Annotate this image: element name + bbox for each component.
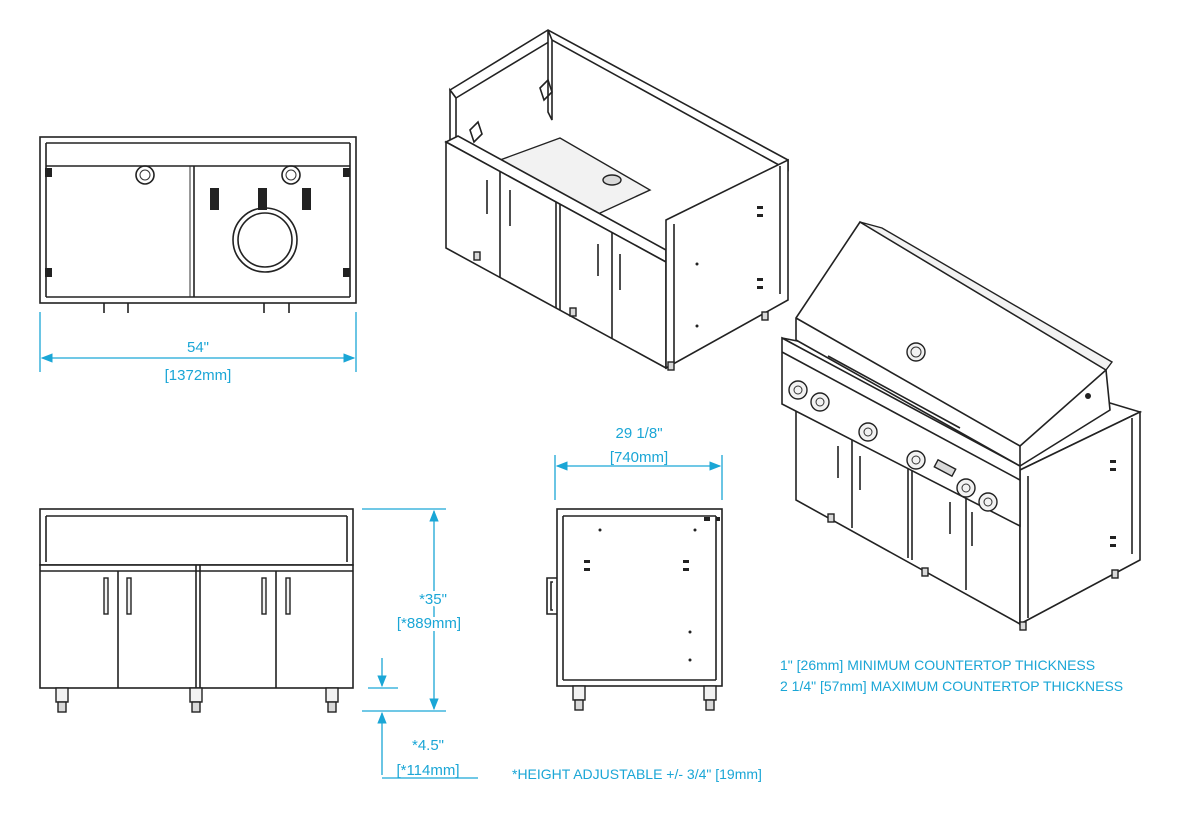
leg-metric: [*114mm] <box>396 762 459 779</box>
height-dimension: *35" [*889mm] <box>362 508 464 712</box>
note-height-adjustable: *HEIGHT ADJUSTABLE +/- 3/4" [19mm] <box>512 766 762 782</box>
side-view <box>546 508 723 711</box>
width-metric: [1372mm] <box>165 367 232 384</box>
leg-imperial: *4.5" <box>412 737 444 754</box>
width-dimension: 54" [1372mm] <box>39 312 357 384</box>
note-countertop-max: 2 1/4" [57mm] MAXIMUM COUNTERTOP THICKNE… <box>780 678 1123 694</box>
leg-dimension: *4.5" [*114mm] <box>368 658 478 779</box>
front-view <box>39 508 354 713</box>
depth-imperial: 29 1/8" <box>615 425 662 442</box>
top-view <box>39 136 357 313</box>
width-imperial: 54" <box>187 339 209 356</box>
height-metric: [*889mm] <box>397 615 461 632</box>
iso-cart <box>444 29 789 371</box>
note-countertop-min: 1" [26mm] MINIMUM COUNTERTOP THICKNESS <box>780 657 1095 673</box>
iso-grill <box>781 220 1143 631</box>
height-imperial: *35" <box>419 591 447 608</box>
depth-dimension: 29 1/8" [740mm] <box>554 425 723 500</box>
depth-metric: [740mm] <box>610 449 668 466</box>
louvers <box>210 188 311 210</box>
control-knobs <box>788 380 998 512</box>
